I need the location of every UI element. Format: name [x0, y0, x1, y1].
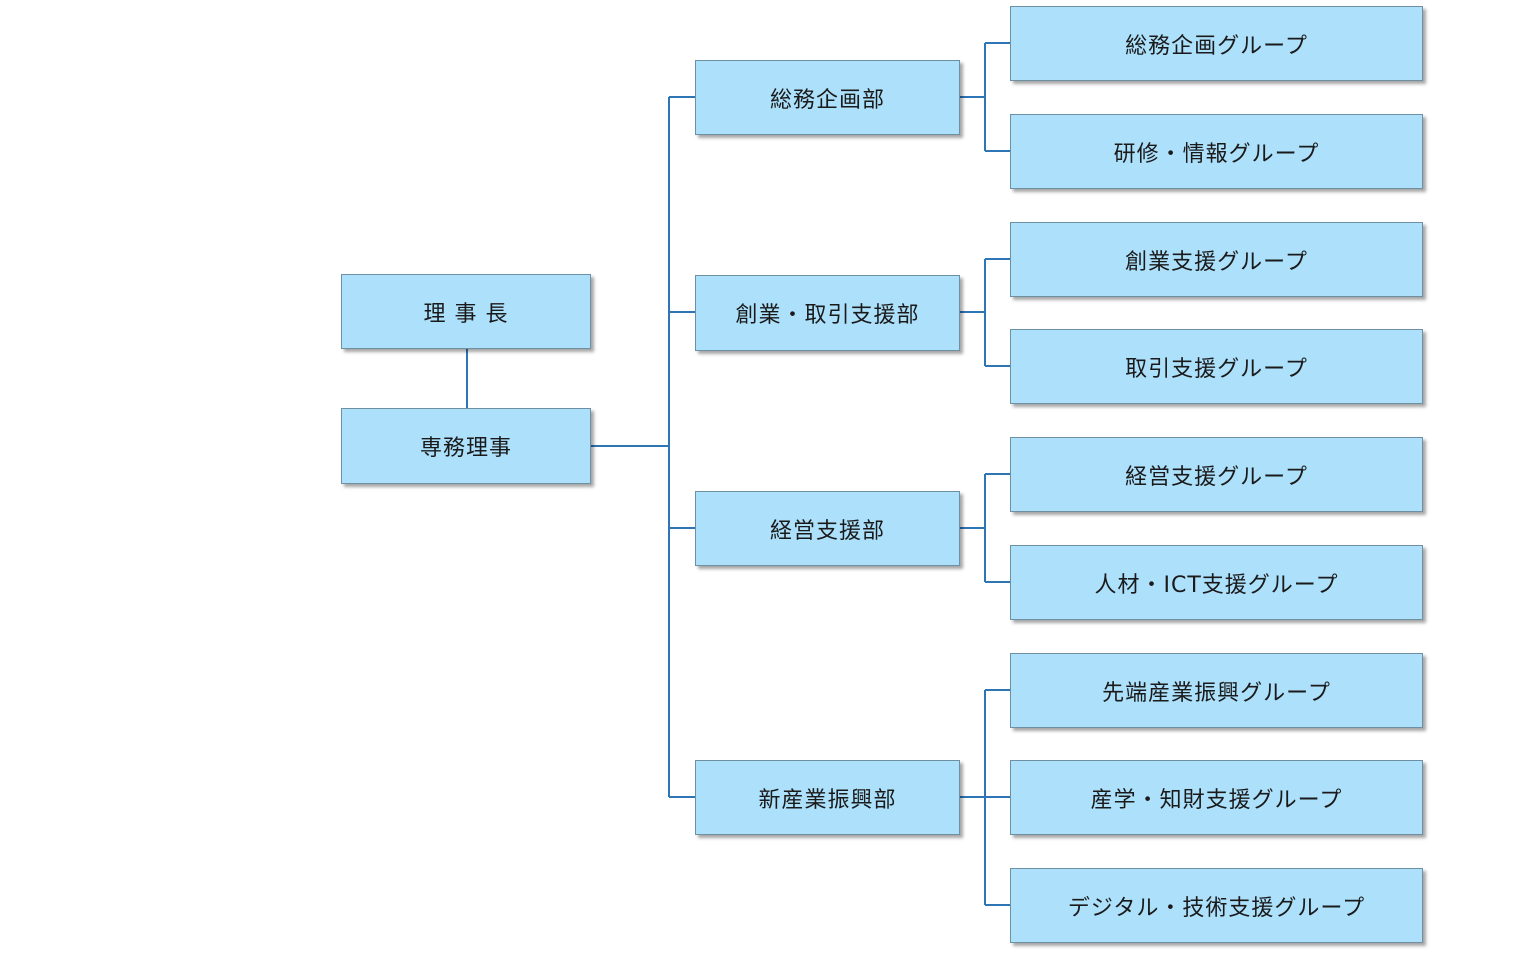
group-label: 産学・知財支援グループ [1090, 787, 1343, 813]
group-label: 先端産業振興グループ [1102, 680, 1331, 706]
group-box: 創業支援グループ [1010, 222, 1423, 297]
department-box: 総務企画部 [695, 60, 960, 135]
group-box: デジタル・技術支援グループ [1010, 868, 1423, 943]
group-box: 経営支援グループ [1010, 437, 1423, 512]
department-box: 創業・取引支援部 [695, 275, 960, 351]
department-label: 創業・取引支援部 [735, 303, 920, 328]
group-box: 先端産業振興グループ [1010, 653, 1423, 728]
department-box: 経営支援部 [695, 491, 960, 566]
group-label: 取引支援グループ [1125, 356, 1308, 382]
department-label: 新産業振興部 [758, 787, 897, 813]
group-box: 研修・情報グループ [1010, 114, 1423, 189]
group-label: 経営支援グループ [1125, 464, 1308, 490]
group-label: 創業支援グループ [1125, 249, 1308, 275]
group-box: 産学・知財支援グループ [1010, 760, 1423, 835]
department-box: 新産業振興部 [695, 760, 960, 835]
group-label: デジタル・技術支援グループ [1067, 895, 1366, 921]
group-label: 総務企画グループ [1125, 33, 1308, 59]
managing-director-label: 専務理事 [419, 436, 512, 461]
chairman-label: 理 事 長 [423, 301, 509, 327]
group-box: 人材・ICT支援グループ [1010, 545, 1423, 620]
group-box: 取引支援グループ [1010, 329, 1423, 404]
managing-director-box: 専務理事 [341, 408, 591, 484]
department-label: 総務企画部 [769, 87, 885, 113]
department-label: 経営支援部 [769, 518, 885, 544]
chairman-box: 理 事 長 [341, 274, 591, 349]
group-box: 総務企画グループ [1010, 6, 1423, 81]
group-label: 人材・ICT支援グループ [1094, 572, 1339, 598]
group-label: 研修・情報グループ [1113, 141, 1320, 167]
